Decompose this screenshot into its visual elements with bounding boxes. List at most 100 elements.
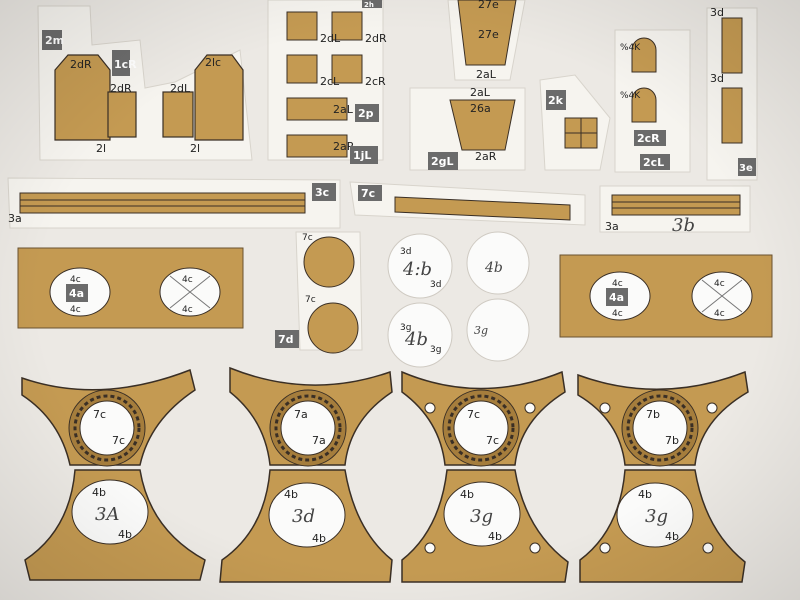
screw-mark [702, 542, 714, 554]
part-label: 2lc [205, 56, 221, 69]
part-label: 3d [710, 6, 724, 19]
card-piece [107, 91, 137, 138]
handwritten-label: 4b [484, 260, 503, 276]
part-label: 4c [182, 275, 193, 285]
part-label: 4c [714, 309, 725, 319]
part-tag-label: 1jL [353, 149, 371, 162]
handwritten-label: 3g [474, 324, 488, 337]
part-label: 2aL [476, 68, 497, 81]
card-piece [162, 91, 194, 138]
part-label: 7a [294, 408, 308, 421]
part-label: 2l [190, 142, 200, 155]
part-tag-label: 4a [69, 287, 84, 300]
part-tag-label: 4a [609, 291, 624, 304]
card-piece [721, 87, 743, 144]
part-label: 7b [646, 408, 660, 421]
part-label: 26a [470, 102, 491, 115]
handwritten-label: 4b [404, 329, 428, 350]
part-tag-label: 3c [315, 186, 329, 199]
screw-mark [524, 402, 536, 414]
part-label: 4b [488, 530, 502, 543]
part-label: 2aR [475, 150, 497, 163]
piece-group-small-tabs: 2dL 2dR 2cL 2cR 2aL 2aR 2p 1jL 2h [267, 0, 387, 164]
card-disc [307, 302, 359, 354]
piece-group-right-strip: 3d 3d 3e [706, 6, 758, 181]
part-label: 2aL [470, 86, 491, 99]
part-label: 7c [305, 295, 316, 305]
part-label: 2dR [365, 32, 387, 45]
part-label: 4b [284, 488, 298, 501]
screw-mark [424, 542, 436, 554]
handwritten-label: 3g [470, 506, 493, 527]
handwritten-label: 3g [645, 506, 668, 527]
part-label: 7c [112, 434, 125, 447]
part-label: 7c [93, 408, 106, 421]
card-piece [286, 54, 318, 84]
part-label: 4c [70, 305, 81, 315]
part-label: %4K [620, 91, 641, 101]
screw-mark [706, 402, 718, 414]
part-label: 4b [638, 488, 652, 501]
part-tag-label: 2h [364, 1, 374, 9]
part-tag-label: 3e [739, 163, 753, 174]
part-label: 2dR [70, 58, 92, 71]
part-label: 2dL [320, 32, 341, 45]
bearing-center [79, 400, 135, 456]
part-label: 2cL [320, 75, 340, 88]
part-label: 7c [467, 408, 480, 421]
part-label: 4c [612, 309, 623, 319]
part-label: 4b [92, 486, 106, 499]
screw-mark [529, 542, 541, 554]
part-label: 7c [302, 233, 313, 243]
card-strip [19, 192, 306, 214]
part-label: 3g [430, 345, 441, 355]
part-tag-label: 2cR [637, 132, 660, 145]
card-disc [303, 236, 355, 288]
part-label: 4b [312, 532, 326, 545]
part-label: 4b [665, 530, 679, 543]
part-label: 7c [486, 434, 499, 447]
handwritten-label: 3d [292, 506, 315, 527]
part-label: 3a [8, 212, 22, 225]
handwritten-label: 3A [95, 504, 119, 525]
part-label: 2cR [365, 75, 386, 88]
part-tag-label: 2m [45, 34, 64, 47]
piece-group-cards-right: 4a 4c 4c 4c 4c [559, 254, 773, 338]
screw-mark [424, 402, 436, 414]
part-tag-label: 2gL [431, 155, 454, 168]
screw-mark [599, 542, 611, 554]
screw-mark [599, 402, 611, 414]
part-tag-label: 2p [358, 107, 374, 120]
part-tag-label: 7c [361, 187, 375, 200]
bearing-center [453, 400, 509, 456]
part-tag-label: 7d [278, 333, 294, 346]
part-label: 2l [96, 142, 106, 155]
card-piece [286, 11, 318, 41]
handwritten-label: 4:b [402, 259, 432, 280]
part-label: %4K [620, 43, 641, 53]
part-label: 2dL [170, 82, 191, 95]
part-label: 3d [430, 280, 441, 290]
part-label: 27e [478, 0, 499, 11]
handwritten-label: 3b [672, 215, 695, 236]
part-label: 2dR [110, 82, 132, 95]
part-tag-label: 2cL [643, 156, 664, 169]
part-label: 4c [714, 279, 725, 289]
bearing-center [280, 400, 336, 456]
part-label: 2aL [333, 103, 354, 116]
part-label: 4c [70, 275, 81, 285]
card-piece [721, 17, 743, 74]
part-tag-label: 2k [548, 94, 564, 107]
piece-group-cards-left: 4a 4c 4c 4c 4c [17, 247, 244, 329]
part-label: 27e [478, 28, 499, 41]
part-label: 4b [460, 488, 474, 501]
card-strip [611, 194, 741, 216]
part-label: 7a [312, 434, 326, 447]
part-label: 4b [118, 528, 132, 541]
part-label: 3d [400, 247, 411, 257]
part-label: 4c [612, 279, 623, 289]
part-label: 3a [605, 220, 619, 233]
part-label: 3d [710, 72, 724, 85]
part-label: 7b [665, 434, 679, 447]
